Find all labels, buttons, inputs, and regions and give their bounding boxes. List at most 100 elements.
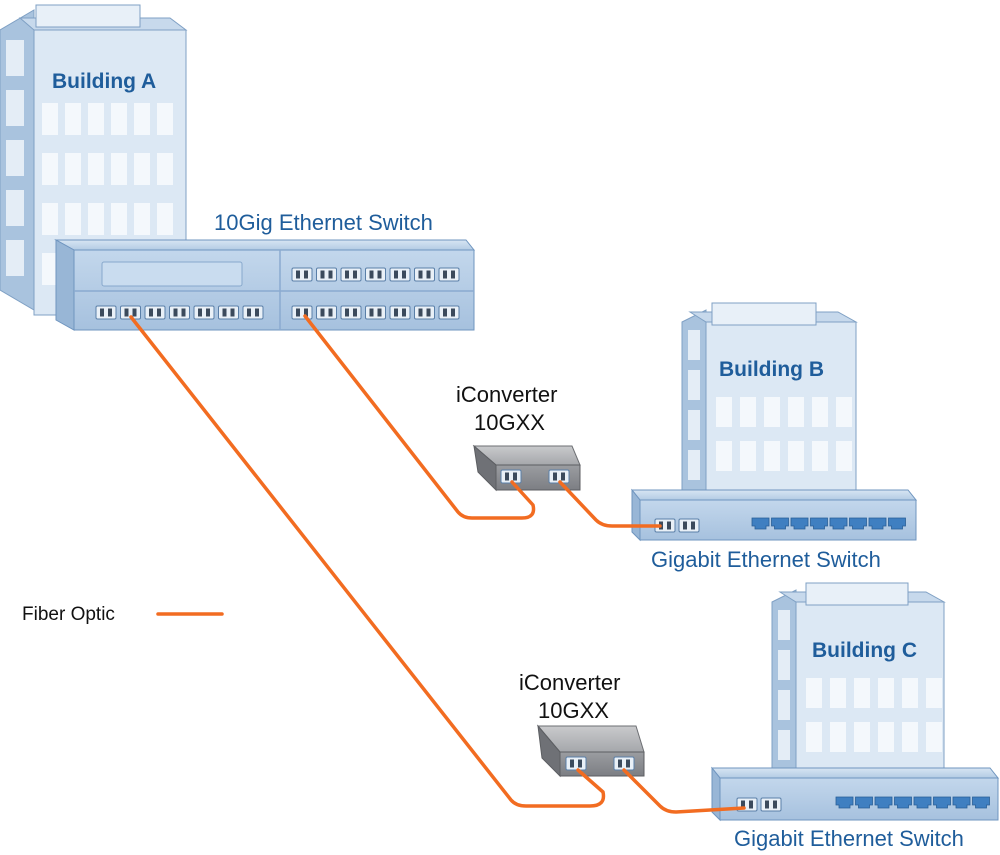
fiber-port xyxy=(438,305,460,320)
building-window xyxy=(134,103,150,135)
building-b: Building B xyxy=(681,302,858,498)
building-window xyxy=(42,153,58,185)
building-side-window xyxy=(6,40,24,76)
switch-c-label: Gigabit Ethernet Switch xyxy=(734,826,964,851)
fiber-port xyxy=(389,305,411,320)
fiber-port xyxy=(414,267,435,282)
building-side-window xyxy=(688,450,700,480)
building-window xyxy=(157,153,173,185)
fiber-port xyxy=(760,797,782,812)
building-window xyxy=(740,441,756,471)
fiber-port xyxy=(169,305,190,320)
building-side-window xyxy=(778,730,790,760)
building-side-window xyxy=(778,650,790,680)
building-window xyxy=(134,203,150,235)
building-side-window xyxy=(6,90,24,126)
building-window xyxy=(134,153,150,185)
fiber-port xyxy=(193,305,215,320)
fiber-port xyxy=(678,518,700,533)
building-window xyxy=(88,103,104,135)
building-window xyxy=(88,153,104,185)
fiber-port xyxy=(414,305,435,320)
fiber-port xyxy=(95,305,117,320)
building-c: Building C xyxy=(771,582,946,778)
building-window xyxy=(42,203,58,235)
building-window xyxy=(716,441,732,471)
building-window xyxy=(836,397,852,427)
fiber-port xyxy=(340,267,362,282)
building-window xyxy=(788,441,804,471)
building-window xyxy=(157,103,173,135)
building-window xyxy=(65,203,81,235)
building-c-label: Building C xyxy=(812,639,917,662)
building-window xyxy=(111,153,127,185)
fiber-port xyxy=(242,305,264,320)
building-window xyxy=(806,722,822,752)
fiber-port xyxy=(316,305,337,320)
fiber-port xyxy=(218,305,239,320)
building-side-window xyxy=(6,140,24,176)
building-window xyxy=(111,203,127,235)
building-window xyxy=(806,678,822,708)
building-window xyxy=(88,203,104,235)
fiber-port xyxy=(365,267,386,282)
legend-label: Fiber Optic xyxy=(22,604,115,625)
switch-b-label: Gigabit Ethernet Switch xyxy=(651,547,881,572)
building-b-label: Building B xyxy=(719,358,824,381)
building-a-label: Building A xyxy=(52,70,156,93)
fiber-link-converter-2-to-switch-c xyxy=(622,768,746,814)
iconverter-1: iConverter 10GXX xyxy=(456,382,581,492)
fiber-port xyxy=(389,267,411,282)
fiber-port xyxy=(438,267,460,282)
building-window xyxy=(926,678,942,708)
building-window xyxy=(830,678,846,708)
building-window xyxy=(926,722,942,752)
switch-display-panel xyxy=(101,261,243,287)
fiber-cables xyxy=(129,314,746,814)
building-side-window xyxy=(778,690,790,720)
building-window xyxy=(111,103,127,135)
building-window xyxy=(157,203,173,235)
building-window xyxy=(878,722,894,752)
building-window xyxy=(65,103,81,135)
fiber-port xyxy=(144,305,166,320)
converter-1-label-line2: 10GXX xyxy=(474,410,545,435)
gigabit-switch-b: Gigabit Ethernet Switch xyxy=(630,488,918,572)
building-side-window xyxy=(6,190,24,226)
fiber-port xyxy=(340,305,362,320)
building-side-window xyxy=(688,370,700,400)
building-window xyxy=(42,103,58,135)
building-side-window xyxy=(6,240,24,276)
fiber-port xyxy=(365,305,386,320)
building-window xyxy=(740,397,756,427)
building-window xyxy=(830,722,846,752)
fiber-port xyxy=(613,756,635,771)
converter-1-label-line1: iConverter xyxy=(456,382,557,407)
core-switch-label: 10Gig Ethernet Switch xyxy=(214,210,433,235)
building-window xyxy=(854,678,870,708)
building-window xyxy=(878,678,894,708)
building-window xyxy=(65,153,81,185)
building-window xyxy=(42,253,58,285)
fiber-port xyxy=(291,305,313,320)
converter-2-label-line2: 10GXX xyxy=(538,698,609,723)
building-window xyxy=(788,397,804,427)
building-window xyxy=(854,722,870,752)
building-window xyxy=(812,441,828,471)
building-side-window xyxy=(688,330,700,360)
fiber-port xyxy=(316,267,337,282)
building-window xyxy=(764,441,780,471)
legend: Fiber Optic xyxy=(22,604,224,625)
fiber-port xyxy=(565,756,587,771)
core-10gig-switch: 10Gig Ethernet Switch xyxy=(54,210,476,331)
fiber-port xyxy=(291,267,313,282)
fiber-link-converter-1-to-switch-b xyxy=(558,480,662,528)
fiber-link-core-to-converter-2 xyxy=(129,315,606,808)
iconverter-2: iConverter 10GXX xyxy=(519,670,645,778)
building-window xyxy=(902,722,918,752)
building-side-window xyxy=(778,610,790,640)
fiber-link-core-to-converter-1 xyxy=(303,314,536,520)
building-window xyxy=(836,441,852,471)
building-window xyxy=(764,397,780,427)
